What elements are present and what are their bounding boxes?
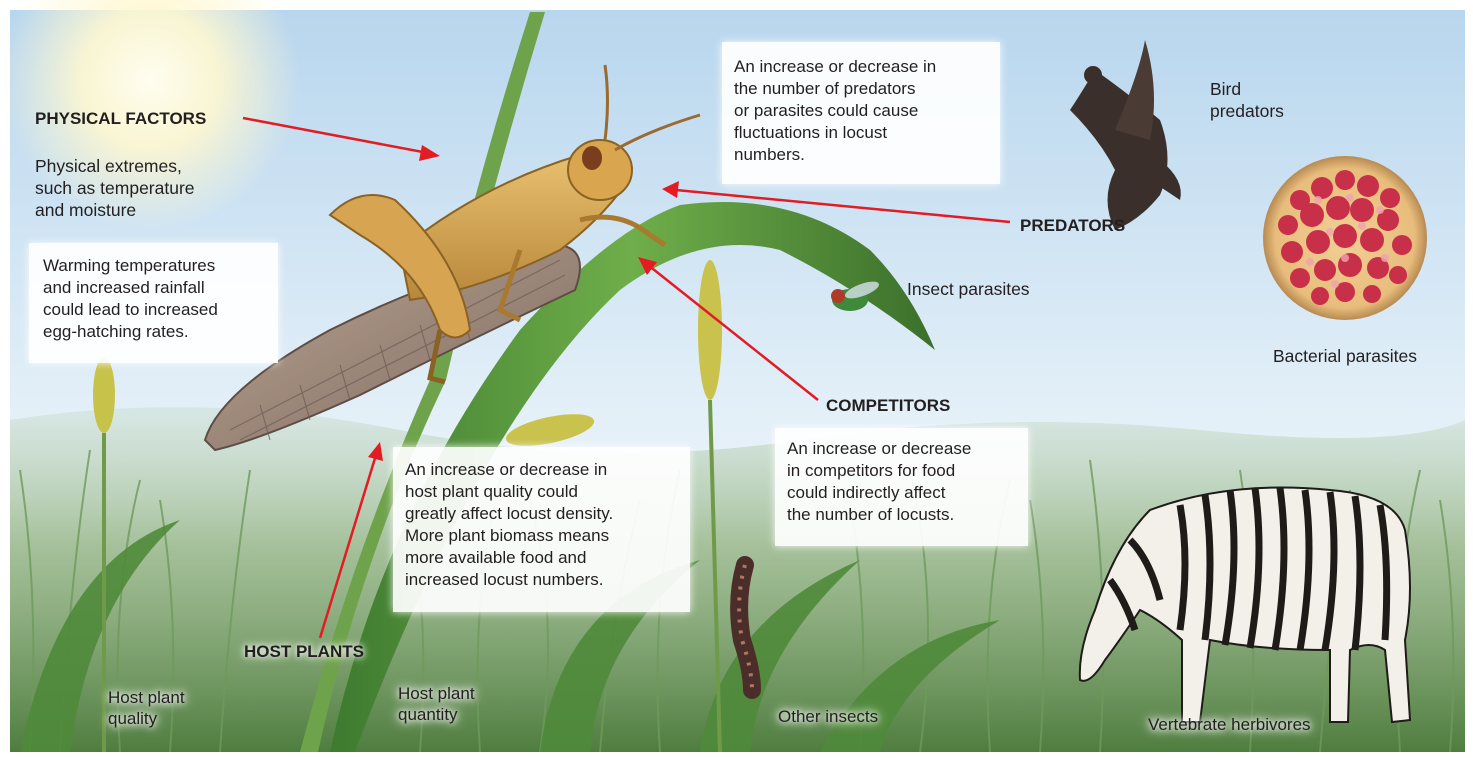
competitors-heading: COMPETITORS: [826, 396, 950, 416]
host-plants-heading: HOST PLANTS: [244, 642, 364, 662]
vertebrate-herbivores-label: Vertebrate herbivores: [1148, 714, 1311, 735]
competitors-box: An increase or decrease in competitors f…: [775, 428, 1028, 546]
insect-parasites-label: Insect parasites: [907, 278, 1030, 300]
host-plant-quantity-label: Host plant quantity: [398, 683, 518, 725]
predators-box: An increase or decrease in the number of…: [722, 42, 1000, 184]
physical-factors-box: Warming temperatures and increased rainf…: [29, 243, 278, 363]
predators-heading: PREDATORS: [1020, 216, 1125, 236]
bird-predators-label: Bird predators: [1210, 78, 1330, 122]
physical-factors-heading: PHYSICAL FACTORS: [35, 109, 206, 129]
bacterial-parasites-label: Bacterial parasites: [1273, 345, 1417, 367]
bacteria-dish-illustration: [1263, 156, 1427, 320]
host-plant-quality-label: Host plant quality: [108, 687, 228, 729]
host-plants-box: An increase or decrease in host plant qu…: [393, 447, 690, 612]
other-insects-label: Other insects: [778, 706, 878, 727]
physical-factors-description: Physical extremes, such as temperature a…: [35, 155, 265, 221]
